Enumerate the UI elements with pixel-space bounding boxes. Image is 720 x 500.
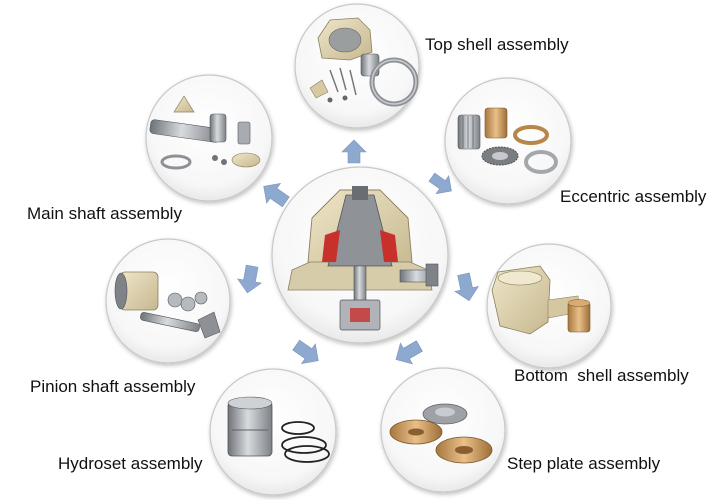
pinion-shaft-parts-image — [114, 271, 221, 339]
crusher-cross-section-image — [287, 186, 439, 331]
circles — [105, 3, 612, 496]
arrow-to-pinion-shaft — [237, 264, 263, 294]
arrow-to-bottom-shell — [454, 272, 480, 302]
label-main-shaft: Main shaft assembly — [27, 204, 182, 223]
step-plate-parts-image — [389, 403, 493, 464]
bottom-shell-parts-image — [491, 265, 591, 335]
arrows — [237, 139, 480, 365]
label-top-shell: Top shell assembly — [425, 35, 569, 54]
label-bottom-shell: Bottom shell assembly — [514, 366, 689, 385]
arrow-to-eccentric — [428, 172, 452, 195]
label-eccentric: Eccentric assembly — [560, 187, 707, 206]
eccentric-parts-image — [457, 107, 558, 174]
top-shell-parts-image — [309, 17, 419, 107]
label-hydroset: Hydroset assembly — [58, 454, 203, 473]
hydroset-parts-image — [227, 396, 330, 463]
labels: Top shell assembly Eccentric assembly Bo… — [27, 35, 707, 473]
main-shaft-parts-image — [149, 95, 261, 170]
label-step-plate: Step plate assembly — [507, 454, 661, 473]
arrow-to-main-shaft — [263, 183, 290, 208]
label-pinion-shaft: Pinion shaft assembly — [30, 377, 196, 396]
arrow-to-hydroset — [292, 339, 319, 364]
arrow-to-step-plate — [395, 340, 423, 365]
arrow-up-top-shell — [341, 139, 367, 164]
